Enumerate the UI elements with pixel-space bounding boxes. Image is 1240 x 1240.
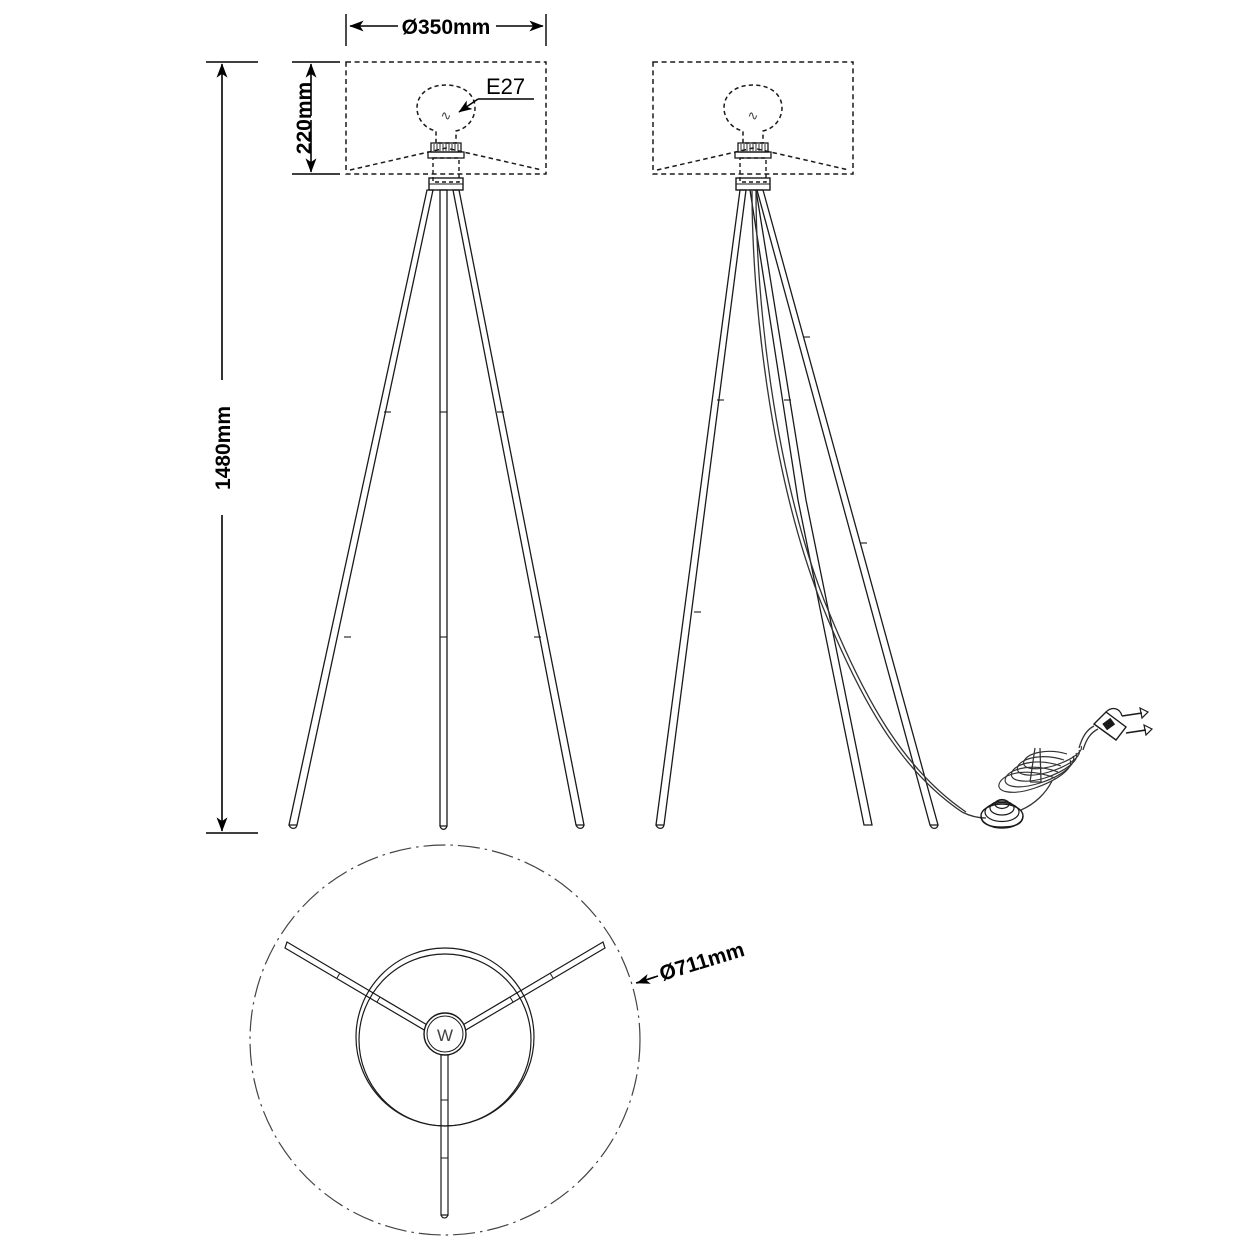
shade-height-dimension: 220mm: [292, 61, 340, 175]
power-plug-shoulder: [1105, 707, 1123, 717]
tripod-leg: [655, 189, 747, 826]
total-height-dimension: 1480mm: [206, 61, 258, 834]
tripod-hub-inner: [426, 1015, 464, 1053]
tripod-leg: [455, 941, 606, 1035]
shade-diameter-dimension: Ø350mm: [345, 14, 547, 46]
foot-switch-base: [980, 815, 1024, 828]
cord-bundle: [998, 745, 1083, 793]
lamp-socket-body: [739, 157, 767, 183]
socket-ribs: [433, 144, 459, 151]
tripod-leg: [756, 189, 939, 826]
side-elevation-view: ∿: [652, 61, 1154, 829]
foot-switch-ring: [989, 800, 1015, 816]
power-plug-prong-tip: [1143, 723, 1154, 737]
light-bulb: [723, 84, 783, 144]
power-plug-window: [1102, 717, 1116, 731]
socket-ribs: [740, 144, 766, 151]
power-plug-body: [1092, 711, 1127, 741]
lamp-socket-flange: [734, 151, 772, 159]
tripod-leg-foot: [575, 824, 585, 829]
bulb-filament-icon: ∿: [441, 108, 452, 123]
shade-circle-inner: [358, 953, 532, 1127]
power-plug-prongs: [1121, 712, 1147, 734]
foot-switch-button[interactable]: [994, 798, 1010, 810]
power-cord: [751, 190, 963, 813]
bulb-filament-icon: ∿: [748, 108, 759, 123]
socket-type-label: E27: [486, 74, 525, 99]
tripod-leg-foot: [439, 825, 448, 830]
tripod-hub: [423, 1012, 467, 1056]
lamp-shade: [652, 61, 854, 175]
base-spread-diameter-dimension: Ø711mm: [635, 938, 747, 986]
lamp-socket-flange: [427, 151, 465, 159]
tripod-leg: [439, 189, 448, 827]
tripod-leg-foot: [288, 824, 298, 829]
tripod-leg: [284, 941, 435, 1035]
plan-hub-filament-icon: W: [437, 1026, 453, 1045]
lamp-socket-body: [432, 157, 460, 183]
shade-diffuser: [349, 147, 543, 171]
tripod-leg-foot: [929, 824, 939, 829]
power-cord: [1020, 780, 1053, 811]
lamp-shade: [345, 61, 547, 175]
dim-leader-line: [635, 975, 659, 984]
power-cord: [1082, 728, 1099, 751]
tripod-leg-foot: [655, 824, 665, 829]
power-plug-prong-tip: [1139, 706, 1150, 720]
shade-diameter-label: Ø350mm: [402, 16, 491, 39]
power-cord: [961, 811, 987, 819]
power-cord: [755, 190, 967, 813]
power-plug: [1092, 706, 1154, 741]
socket-type-callout: E27: [458, 74, 534, 113]
light-bulb: [416, 84, 476, 144]
shade-height-label: 220mm: [293, 82, 316, 154]
total-height-label: 1480mm: [212, 406, 235, 490]
power-cord: [1078, 725, 1095, 749]
base-spread-diameter-label: Ø711mm: [657, 938, 747, 986]
callout-leader: [458, 98, 479, 113]
base-spread-circle: [249, 844, 641, 1236]
tripod-leg: [749, 189, 873, 826]
tripod-leg: [452, 189, 585, 826]
shade-diffuser: [656, 147, 850, 171]
foot-switch-ring: [984, 801, 1020, 823]
tripod-leg: [440, 1047, 449, 1219]
foot-switch[interactable]: [980, 798, 1024, 829]
plan-view: W Ø711mm: [249, 844, 747, 1236]
tripod-leg: [288, 189, 434, 826]
front-elevation-view: ∿: [288, 61, 585, 830]
